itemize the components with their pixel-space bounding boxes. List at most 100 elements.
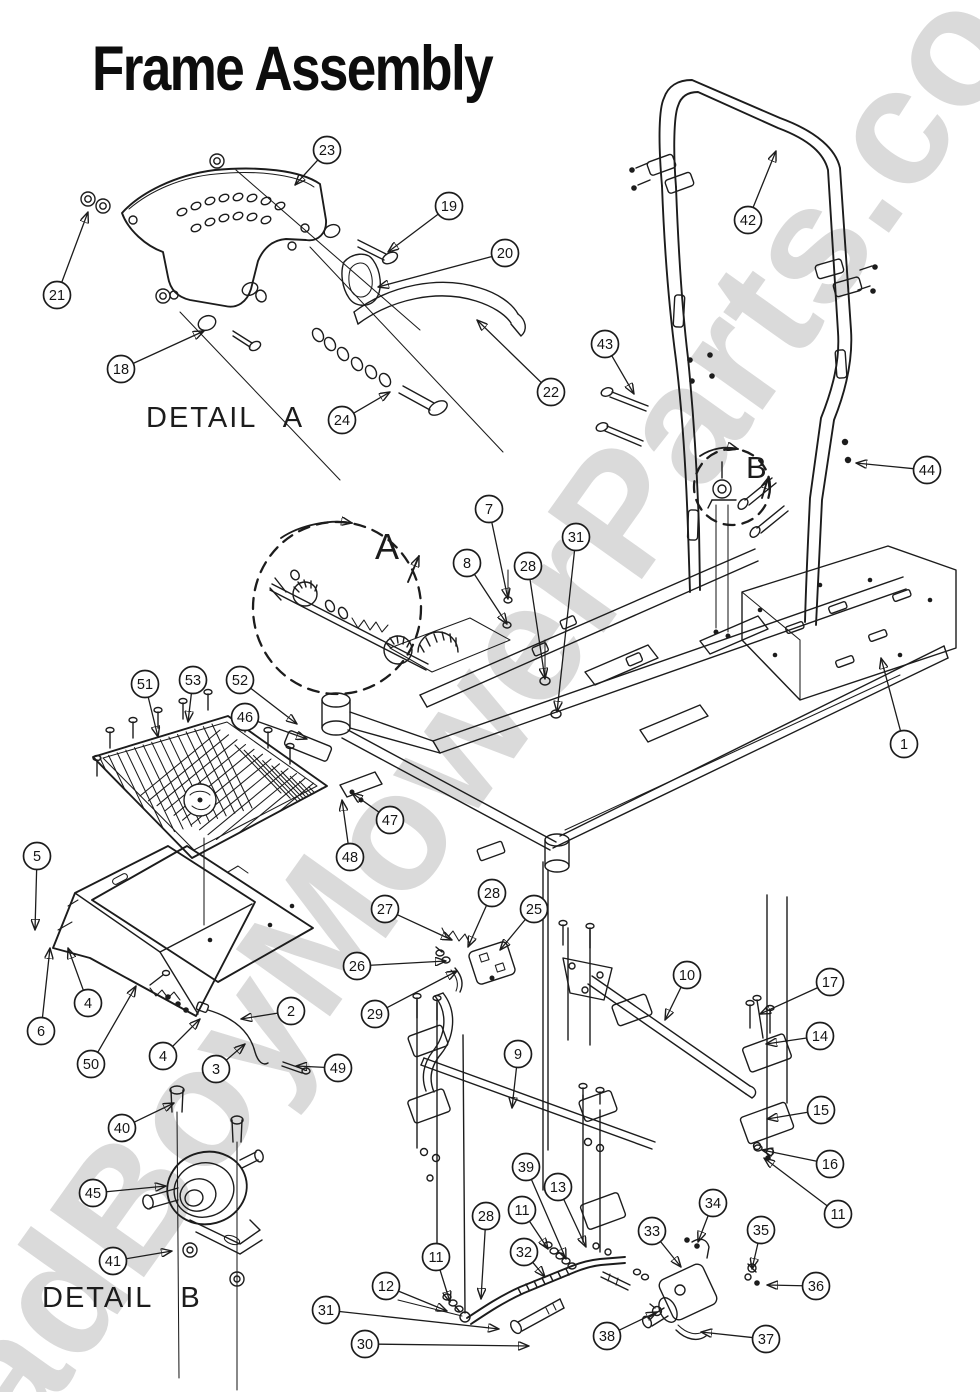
callout-40: 40	[107, 1103, 175, 1143]
svg-text:4: 4	[159, 1049, 167, 1065]
callout-11: 11	[764, 1158, 853, 1229]
svg-text:42: 42	[740, 213, 756, 229]
detail-b-isolator-drawing	[142, 1085, 264, 1391]
callout-44: 44	[856, 455, 942, 485]
svg-text:24: 24	[334, 413, 350, 429]
callout-30: 30	[350, 1329, 530, 1359]
callout-53: 53	[178, 665, 208, 723]
svg-text:30: 30	[357, 1337, 373, 1353]
svg-text:40: 40	[114, 1121, 130, 1137]
callout-11: 11	[421, 1242, 451, 1303]
svg-text:31: 31	[318, 1303, 334, 1319]
svg-text:26: 26	[349, 959, 365, 975]
callout-48: 48	[335, 800, 365, 872]
svg-text:7: 7	[485, 502, 493, 518]
callout-46: 46	[230, 702, 308, 740]
detail-a-bracket-drawing	[80, 153, 526, 481]
svg-text:17: 17	[822, 975, 838, 991]
svg-text:18: 18	[113, 362, 129, 378]
svg-text:12: 12	[378, 1279, 394, 1295]
svg-text:28: 28	[520, 559, 536, 575]
svg-text:50: 50	[83, 1057, 99, 1073]
svg-text:38: 38	[599, 1329, 615, 1345]
callout-11: 11	[507, 1195, 549, 1250]
callout-47: 47	[352, 793, 405, 835]
svg-text:10: 10	[679, 968, 695, 984]
svg-text:29: 29	[367, 1007, 383, 1023]
svg-text:33: 33	[644, 1224, 660, 1240]
svg-text:16: 16	[822, 1157, 838, 1173]
svg-text:15: 15	[813, 1103, 829, 1119]
callout-26: 26	[342, 951, 447, 981]
callout-28: 28	[468, 878, 507, 948]
pump-drawing	[641, 1237, 760, 1341]
callout-20: 20	[378, 238, 520, 288]
callout-8: 8	[452, 548, 508, 625]
svg-text:28: 28	[484, 886, 500, 902]
view-b-letter: B	[746, 450, 767, 485]
callout-9: 9	[503, 1039, 533, 1109]
svg-text:27: 27	[377, 902, 393, 918]
callout-17: 17	[760, 967, 845, 1015]
callout-23: 23	[295, 135, 342, 186]
page-title: Frame Assembly	[92, 32, 494, 104]
callout-38: 38	[592, 1312, 658, 1351]
svg-text:45: 45	[85, 1186, 101, 1202]
callout-31: 31	[311, 1295, 500, 1330]
callout-25: 25	[500, 894, 549, 951]
rops-rollbar-drawing	[595, 79, 878, 626]
svg-text:25: 25	[526, 902, 542, 918]
svg-text:11: 11	[830, 1207, 845, 1223]
detail-b-label: DETAIL B	[42, 1282, 202, 1314]
svg-text:1: 1	[900, 737, 908, 753]
svg-text:43: 43	[597, 337, 613, 353]
svg-text:21: 21	[49, 288, 65, 304]
view-a-detail-circle	[251, 522, 429, 696]
callout-18: 18	[106, 331, 205, 384]
callout-1: 1	[881, 658, 919, 759]
callout-22: 22	[477, 320, 566, 407]
callout-15: 15	[767, 1095, 836, 1125]
callout-12: 12	[371, 1271, 448, 1312]
callout-7: 7	[474, 494, 509, 600]
svg-text:11: 11	[428, 1250, 443, 1266]
svg-text:44: 44	[919, 463, 935, 479]
callout-3: 3	[201, 1044, 246, 1084]
callout-2: 2	[241, 996, 306, 1026]
callout-13: 13	[543, 1172, 587, 1248]
svg-text:5: 5	[33, 849, 41, 865]
callout-28: 28	[471, 1201, 501, 1300]
svg-text:31: 31	[568, 530, 584, 546]
callout-32: 32	[509, 1237, 546, 1278]
grate-mounting-bolts	[92, 688, 295, 777]
callout-6: 6	[26, 948, 56, 1046]
svg-text:20: 20	[497, 246, 513, 262]
svg-text:2: 2	[287, 1004, 295, 1020]
callout-14: 14	[766, 1021, 835, 1051]
svg-text:53: 53	[185, 673, 201, 689]
callout-19: 19	[388, 191, 464, 253]
callout-24: 24	[327, 392, 391, 435]
callout-41: 41	[98, 1246, 173, 1276]
svg-text:48: 48	[342, 850, 358, 866]
callout-50: 50	[76, 986, 137, 1079]
callout-36: 36	[767, 1271, 831, 1301]
svg-text:39: 39	[518, 1160, 534, 1176]
lift-linkage-drawing	[397, 861, 795, 1341]
svg-text:52: 52	[232, 673, 248, 689]
callout-29: 29	[360, 971, 458, 1029]
main-frame-drawing	[283, 545, 957, 873]
svg-text:46: 46	[237, 710, 253, 726]
callout-39: 39	[511, 1152, 567, 1260]
svg-text:36: 36	[808, 1279, 824, 1295]
callout-52: 52	[225, 665, 298, 725]
svg-text:8: 8	[463, 556, 471, 572]
svg-text:14: 14	[812, 1029, 828, 1045]
svg-text:23: 23	[319, 143, 335, 159]
svg-text:13: 13	[550, 1180, 566, 1196]
svg-text:51: 51	[137, 677, 153, 693]
view-b-detail-circle	[692, 448, 772, 639]
